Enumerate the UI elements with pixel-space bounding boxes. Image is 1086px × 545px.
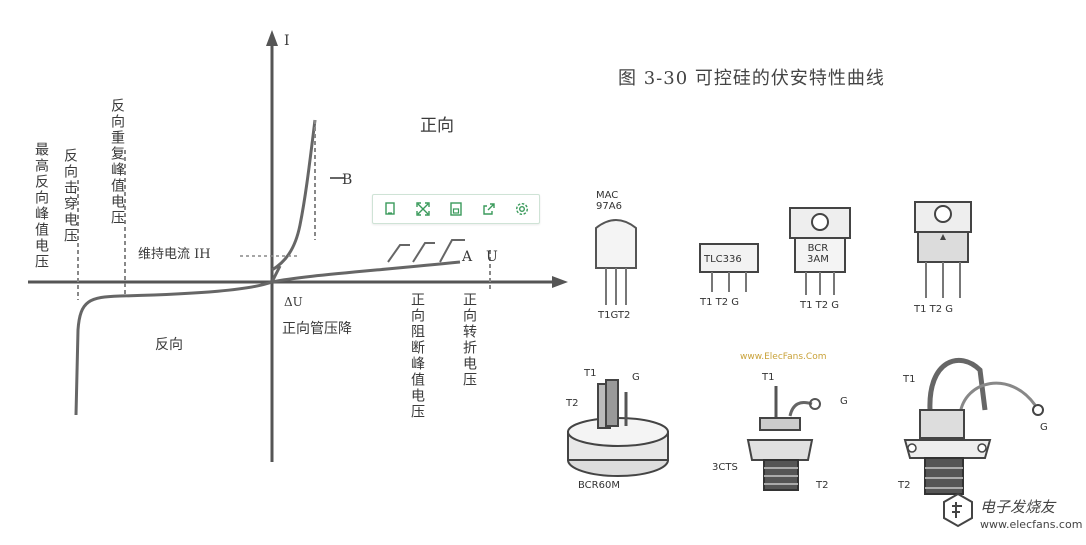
label-reverse-nonrepetitive-peak: 最高反向峰值电压 xyxy=(33,142,49,270)
mac97a6-package xyxy=(595,219,637,305)
label-reverse-breakdown: 反向击穿电压 xyxy=(62,148,78,244)
label-fwd-blocking-peak: 正向阻断峰值电压 xyxy=(409,292,425,420)
bcr3am-pins-label: T1 T2 G xyxy=(800,300,840,311)
tlc-part-label: TLC336 xyxy=(704,254,742,265)
label-fwd-breakover: 正向转折电压 xyxy=(461,292,477,388)
stud4-g-label: G xyxy=(1040,422,1048,433)
label-reverse: 反向 xyxy=(155,337,183,353)
stud3-part-label: 3CTS xyxy=(712,462,738,473)
bcr60m-part-label: BCR60M xyxy=(578,480,620,491)
bcr60m-t2-label: T2 xyxy=(566,398,579,409)
bcr60m-t1-label: T1 xyxy=(584,368,597,379)
image-toolbar xyxy=(372,194,540,224)
current-axis-arrow xyxy=(266,30,278,46)
label-fwd-drop: 正向管压降 xyxy=(282,321,352,337)
stud3-t2-label: T2 xyxy=(816,480,829,491)
share-icon xyxy=(483,203,495,215)
stud3cts-package xyxy=(746,386,821,491)
label-du: ΔU xyxy=(284,295,303,309)
save-button[interactable] xyxy=(445,198,467,220)
mac-pins-label: T1GT2 xyxy=(598,310,631,321)
bcr60m-g-label: G xyxy=(632,372,640,383)
bcr60m-package xyxy=(567,379,669,477)
stud4-t1-label: T1 xyxy=(903,374,916,385)
to220-package xyxy=(914,201,972,298)
bcr3am-package xyxy=(789,207,851,295)
gear-icon xyxy=(516,202,529,216)
to220-pins-label: T1 T2 G xyxy=(914,304,954,315)
watermark-url: www.elecfans.com xyxy=(980,518,1083,531)
axis-i-label: I xyxy=(284,33,290,49)
copy-icon xyxy=(384,202,395,215)
stud3-g-label: G xyxy=(840,396,848,407)
label-reverse-repetitive-peak: 反向重复峰值电压 xyxy=(109,98,125,226)
watermark-cn: 电子发烧友 xyxy=(980,498,1056,516)
share-button[interactable] xyxy=(478,198,500,220)
tlc336-package xyxy=(699,243,759,292)
elecfans-logo xyxy=(943,492,973,528)
forward-blocking-curve xyxy=(271,260,461,284)
axis-u-label: U xyxy=(486,249,498,265)
bcr3am-part-label: BCR 3AM xyxy=(807,243,829,265)
stud4-t2-label: T2 xyxy=(898,480,911,491)
stud3-t1-label: T1 xyxy=(762,372,775,383)
tlc-pins-label: T1 T2 G xyxy=(700,297,740,308)
stud3-site-label: www.ElecFans.Com xyxy=(740,352,827,362)
stud-leads-package xyxy=(903,358,1044,495)
save-icon xyxy=(450,202,462,216)
expand-button[interactable] xyxy=(412,198,434,220)
mac-part-label: MAC 97A6 xyxy=(596,190,622,212)
forward-conduction-curve xyxy=(271,119,317,272)
expand-icon xyxy=(416,202,430,216)
figure-caption: 图 3-30 可控硅的伏安特性曲线 xyxy=(618,68,885,89)
label-a: A xyxy=(462,249,473,265)
voltage-axis-arrow xyxy=(552,276,568,288)
settings-button[interactable] xyxy=(511,198,533,220)
label-hold-current: 维持电流 IH xyxy=(138,247,211,262)
label-forward: 正向 xyxy=(420,116,454,136)
copy-button[interactable] xyxy=(379,198,401,220)
label-b: B xyxy=(342,172,353,188)
reverse-curve xyxy=(74,280,273,416)
